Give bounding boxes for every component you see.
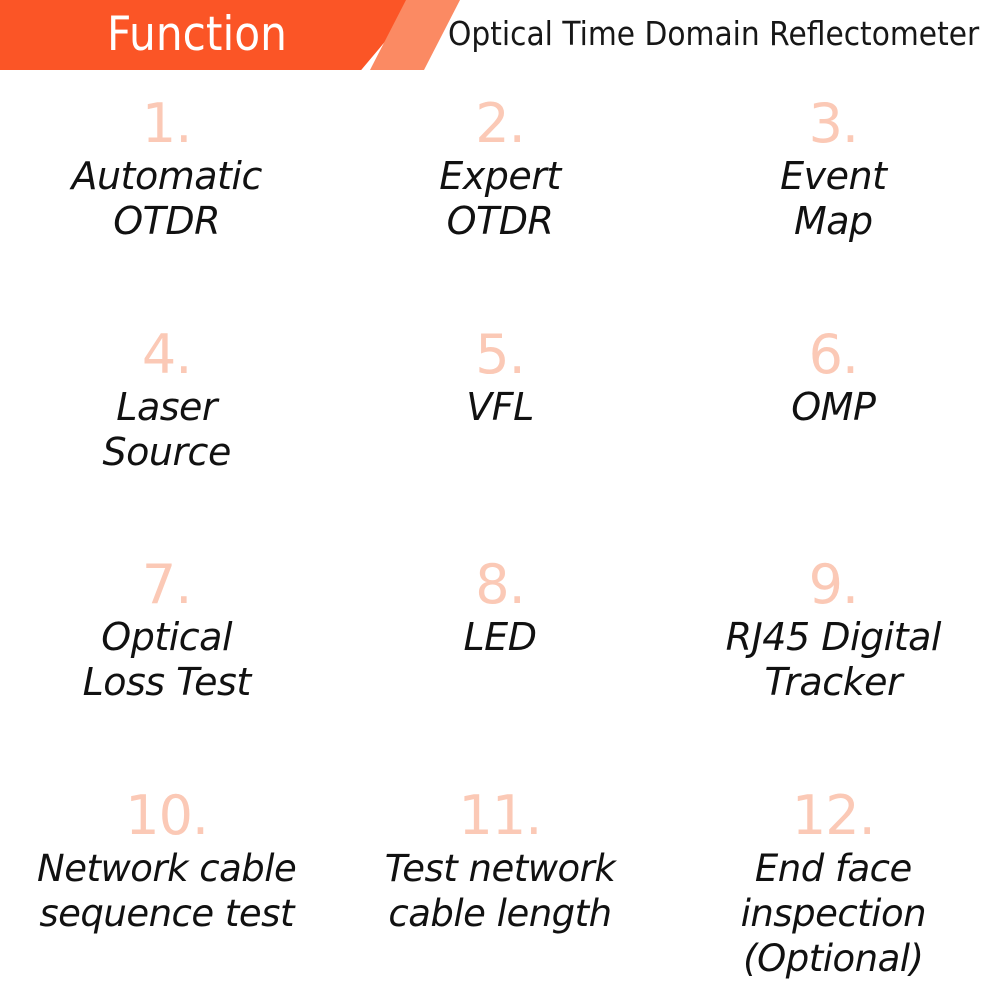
feature-number: 3. (808, 92, 860, 155)
feature-number: 2. (475, 92, 526, 155)
feature-label: RJ45 Digital Tracker (725, 615, 942, 704)
feature-number: 8. (475, 553, 526, 616)
feature-number: 5. (475, 322, 526, 386)
header-title: Function (107, 7, 287, 62)
header-orange-banner (0, 0, 420, 70)
feature-number: 1. (141, 92, 193, 155)
feature-grid: 1. Automatic OTDR 2. Expert OTDR 3. Even… (0, 70, 1000, 1000)
feature-number: 10. (125, 783, 209, 847)
feature-item-1: 1. Automatic OTDR (0, 78, 333, 309)
feature-number: 12. (791, 783, 876, 847)
feature-item-8: 8. LED (333, 539, 666, 770)
feature-item-11: 11. Test network cable length (333, 770, 666, 1000)
feature-item-9: 9. RJ45 Digital Tracker (667, 539, 1000, 770)
feature-number: 9. (808, 553, 860, 616)
feature-item-12: 12. End face inspection (Optional) (667, 770, 1000, 1000)
feature-number: 11. (458, 783, 543, 847)
feature-label: Optical Loss Test (82, 615, 252, 704)
feature-label: End face inspection (Optional) (740, 846, 927, 980)
header-subtitle: Optical Time Domain Reflectometer (448, 14, 980, 53)
feature-label: VFL (466, 384, 534, 429)
feature-label: Test network cable length (384, 846, 616, 935)
feature-label: Event Map (780, 154, 887, 243)
page-header: Function Optical Time Domain Reflectomet… (0, 0, 1000, 70)
feature-label: Network cable sequence test (37, 846, 297, 935)
feature-item-3: 3. Event Map (667, 78, 1000, 309)
feature-label: OMP (791, 384, 876, 429)
feature-label: LED (463, 615, 537, 659)
feature-item-7: 7. Optical Loss Test (0, 539, 333, 770)
feature-item-4: 4. Laser Source (0, 309, 333, 540)
feature-number: 4. (141, 322, 193, 386)
feature-item-6: 6. OMP (667, 309, 1000, 540)
feature-label: Expert OTDR (439, 154, 561, 243)
feature-label: Laser Source (102, 384, 231, 474)
feature-item-5: 5. VFL (333, 309, 666, 540)
feature-number: 7. (141, 553, 193, 616)
feature-label: Automatic OTDR (71, 154, 262, 243)
feature-number: 6. (808, 322, 860, 386)
feature-item-2: 2. Expert OTDR (333, 78, 666, 309)
feature-item-10: 10. Network cable sequence test (0, 770, 333, 1000)
